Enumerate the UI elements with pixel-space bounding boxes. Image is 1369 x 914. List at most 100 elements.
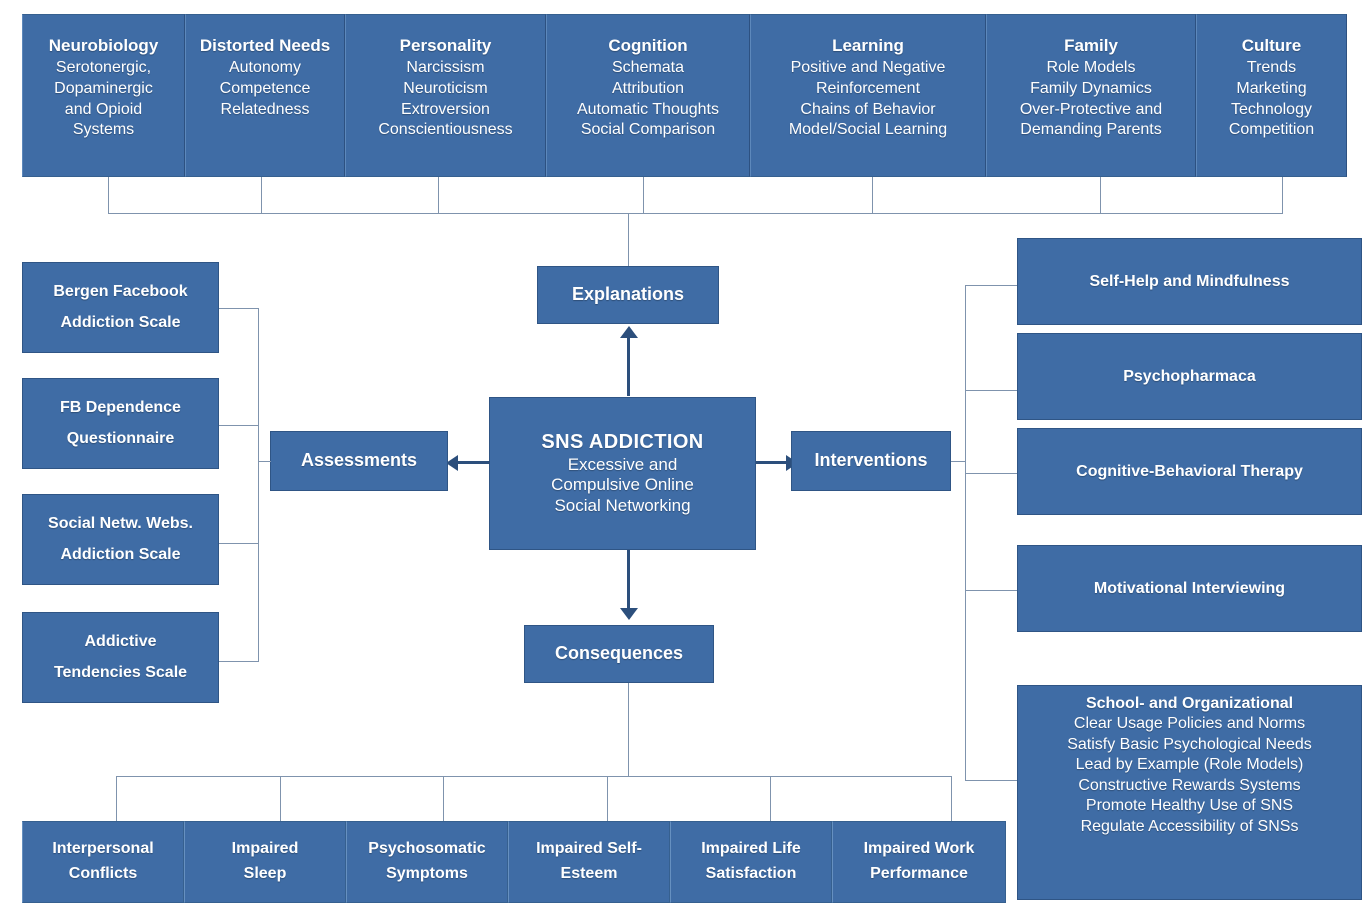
- interventions-bracket-stub-5: [965, 780, 1017, 781]
- intervention-item-heading: Cognitive-Behavioral Therapy: [1076, 462, 1303, 480]
- explanations-factor-line: Reinforcement: [815, 79, 921, 97]
- assessment-item-3[interactable]: Social Netw. Webs. Addiction Scale: [22, 494, 219, 585]
- assessments-bracket-stub-2: [219, 425, 259, 426]
- hub-explanations-label: Explanations: [571, 284, 685, 305]
- bottom-bracket-riser-6: [951, 776, 952, 822]
- consequence-item-line: Satisfaction: [705, 865, 797, 882]
- bottom-bracket-riser-5: [770, 776, 771, 822]
- top-bracket-drop-1: [108, 177, 109, 213]
- consequence-item-4[interactable]: Impaired Self-Esteem: [508, 821, 670, 903]
- intervention-item-line: Constructive Rewards Systems: [1078, 776, 1301, 794]
- bottom-bracket-riser-4: [607, 776, 608, 822]
- explanations-factor-line: Demanding Parents: [1020, 121, 1162, 139]
- bottom-bracket-bus: [116, 776, 952, 777]
- explanations-factor-line: Attribution: [611, 79, 685, 97]
- consequence-item-line: Impaired Work: [863, 840, 975, 858]
- center-node-sns-addiction[interactable]: SNS ADDICTION Excessive and Compulsive O…: [489, 397, 756, 550]
- hub-assessments[interactable]: Assessments: [270, 431, 448, 491]
- bottom-bracket-riser-3: [443, 776, 444, 822]
- intervention-item-line: Lead by Example (Role Models): [1075, 756, 1304, 774]
- explanations-factor-line: Systems: [72, 121, 135, 139]
- hub-interventions[interactable]: Interventions: [791, 431, 951, 491]
- intervention-item-heading: Psychopharmaca: [1123, 367, 1256, 385]
- consequence-item-line: Conflicts: [68, 865, 138, 882]
- consequence-item-line: Psychosomatic: [368, 840, 486, 858]
- top-bracket-drop-6: [1100, 177, 1101, 213]
- intervention-item-2[interactable]: Psychopharmaca: [1017, 333, 1362, 420]
- explanations-factor-heading: Distorted Needs: [199, 36, 331, 55]
- top-bracket-stem: [628, 213, 629, 267]
- interventions-bracket-stub-1: [965, 285, 1017, 286]
- explanations-factor-line: Serotonergic,: [55, 59, 152, 77]
- intervention-item-line: Promote Healthy Use of SNS: [1085, 797, 1294, 815]
- assessment-item-line: Addictive: [84, 633, 157, 651]
- explanations-factor-line: Competition: [1228, 121, 1315, 139]
- assessments-bracket-stub-4: [219, 661, 259, 662]
- top-bracket-drop-4: [643, 177, 644, 213]
- assessments-bracket-spine: [258, 308, 259, 661]
- intervention-item-1[interactable]: Self-Help and Mindfulness: [1017, 238, 1362, 325]
- explanations-factor-line: Technology: [1231, 100, 1312, 118]
- center-node-line-2: Compulsive Online: [551, 475, 694, 495]
- explanations-factor-heading: Personality: [399, 36, 492, 55]
- bottom-bracket-riser-1: [116, 776, 117, 822]
- interventions-bracket-stub-2: [965, 390, 1017, 391]
- assessment-item-line: Social Netw. Webs.: [48, 515, 193, 533]
- center-node-line-3: Social Networking: [554, 496, 691, 516]
- explanations-factor-heading: Learning: [832, 36, 904, 55]
- assessment-item-line: Questionnaire: [66, 429, 175, 447]
- center-node-line-1: Excessive and: [567, 454, 678, 474]
- intervention-item-heading: Self-Help and Mindfulness: [1089, 272, 1290, 290]
- assessment-item-line: Addiction Scale: [60, 545, 181, 563]
- consequence-item-line: Symptoms: [386, 865, 468, 882]
- explanations-factor-heading: Culture: [1241, 36, 1302, 55]
- assessments-bracket-stem: [258, 461, 271, 462]
- intervention-item-line: Satisfy Basic Psychological Needs: [1067, 735, 1312, 753]
- hub-assessments-label: Assessments: [300, 450, 418, 471]
- explanations-factor-heading: Cognition: [608, 36, 688, 55]
- consequence-item-line: Sleep: [243, 865, 287, 882]
- intervention-item-heading: School- and Organizational: [1085, 695, 1294, 712]
- arrow-center-to-explanations-shaft: [627, 334, 630, 396]
- interventions-bracket-spine: [965, 285, 966, 780]
- explanations-factor-heading: Family: [1064, 36, 1118, 55]
- arrow-center-to-explanations-head: [620, 326, 638, 338]
- explanations-factor-line: and Opioid: [64, 100, 143, 118]
- assessment-item-line: FB Dependence: [60, 399, 181, 417]
- explanations-factor-line: Competence: [219, 79, 311, 97]
- arrow-center-to-consequences-shaft: [627, 550, 630, 612]
- arrow-center-to-interventions-shaft: [756, 461, 788, 464]
- explanations-factor-line: Dopaminergic: [54, 79, 153, 97]
- explanations-factor-line: Trends: [1246, 59, 1297, 77]
- explanations-factor-line: Extroversion: [401, 100, 490, 118]
- interventions-bracket-stem: [951, 461, 966, 462]
- hub-consequences[interactable]: Consequences: [524, 625, 714, 683]
- arrow-center-to-assessments-shaft: [458, 461, 490, 464]
- interventions-bracket-stub-3: [965, 473, 1017, 474]
- intervention-item-line: Regulate Accessibility of SNSs: [1080, 817, 1299, 835]
- hub-explanations[interactable]: Explanations: [537, 266, 719, 324]
- intervention-item-4[interactable]: Motivational Interviewing: [1017, 545, 1362, 632]
- intervention-item-3[interactable]: Cognitive-Behavioral Therapy: [1017, 428, 1362, 515]
- assessment-item-line: Addiction Scale: [60, 313, 181, 331]
- explanations-factor-line: Neuroticism: [403, 79, 488, 97]
- intervention-item-heading: Motivational Interviewing: [1093, 579, 1286, 597]
- explanations-factor-line: Autonomy: [228, 59, 302, 77]
